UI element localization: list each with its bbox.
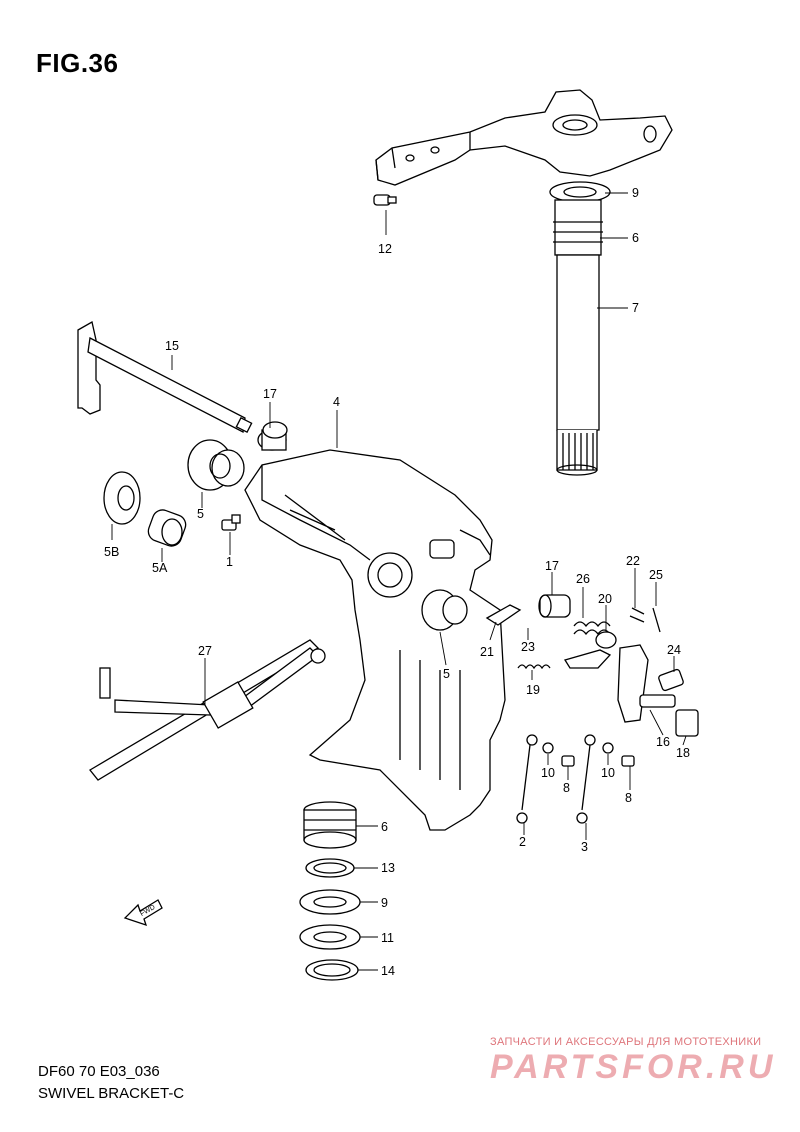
callout-13: 13: [381, 861, 395, 875]
swivel-bracket-body-part: [244, 449, 506, 831]
callout-3: 3: [581, 840, 588, 854]
tie-rod-27-part: [89, 639, 326, 781]
callout-6-top: 6: [632, 231, 639, 245]
callout-10-right: 10: [601, 766, 615, 780]
bushing-5a-part: [147, 509, 187, 547]
figure-title: FIG.36: [36, 48, 119, 78]
washer-9b-part: [299, 889, 361, 915]
cap-18-part: [675, 709, 699, 737]
washer-11-part: [299, 924, 361, 950]
callout-8-right: 8: [625, 791, 632, 805]
spring-26-part: [573, 621, 611, 636]
callout-2: 2: [519, 835, 526, 849]
steering-arm-part: [375, 89, 673, 186]
callout-4: 4: [333, 395, 340, 409]
watermark-tagline: ЗАПЧАСТИ И АКСЕССУАРЫ ДЛЯ МОТОТЕХНИКИ: [490, 1036, 762, 1048]
bushing-5-part: [187, 439, 245, 491]
washer-10b-part: [602, 742, 614, 754]
washer-5b-part: [103, 471, 141, 525]
bracket-16-part: [617, 644, 676, 723]
lead-wire-2-part: [516, 734, 538, 824]
callouts: 12 9 6 7 15 17 4 5 5B 5A 1 17 26 22 25 2…: [104, 186, 690, 978]
bolt-12-part: [373, 194, 397, 206]
model-code: DF60 70 E03_036: [38, 1063, 160, 1080]
callout-17-right: 17: [545, 559, 559, 573]
screw-8b-part: [621, 755, 635, 767]
callout-6-bottom: 6: [381, 820, 388, 834]
callout-5a: 5A: [152, 561, 168, 575]
callout-10-left: 10: [541, 766, 555, 780]
lead-wire-3-part: [576, 734, 596, 824]
callout-26: 26: [576, 572, 590, 586]
steering-shaft-part: [549, 181, 611, 476]
bushing-6b-part: [303, 801, 357, 849]
figure-name: SWIVEL BRACKET-C: [38, 1085, 185, 1102]
bushing-17-part: [257, 421, 288, 451]
callout-12: 12: [378, 242, 392, 256]
washer-10a-part: [542, 742, 554, 754]
tilt-shaft-part: [77, 320, 253, 434]
callout-22: 22: [626, 554, 640, 568]
callout-1: 1: [226, 555, 233, 569]
callout-20: 20: [598, 592, 612, 606]
callout-8-left: 8: [563, 781, 570, 795]
callout-7: 7: [632, 301, 639, 315]
watermark-brand: PARTSFOR.RU: [490, 1048, 777, 1086]
callout-9-top: 9: [632, 186, 639, 200]
callout-17-left: 17: [263, 387, 277, 401]
callout-11: 11: [381, 931, 394, 945]
pin-25-part: [652, 607, 661, 633]
lever-part: [563, 649, 612, 669]
callout-5-left: 5: [197, 507, 204, 521]
callout-9-bottom: 9: [381, 896, 388, 910]
plate-21-part: [485, 604, 522, 626]
callout-15: 15: [165, 339, 179, 353]
callout-19: 19: [526, 683, 540, 697]
callout-27: 27: [198, 644, 212, 658]
leader-lines: [111, 192, 687, 971]
callout-14: 14: [381, 964, 395, 978]
callout-23: 23: [521, 640, 535, 654]
grease-nipple-1-part: [221, 514, 241, 531]
spring-19-part: [517, 664, 551, 670]
seal-13-part: [305, 858, 355, 878]
bushing-20-part: [595, 631, 617, 649]
callout-25: 25: [649, 568, 663, 582]
circlip-14-part: [305, 959, 359, 981]
bushing-17b-part: [538, 594, 571, 618]
fwd-arrow-icon: FWD: [123, 899, 163, 927]
callout-21: 21: [480, 645, 494, 659]
pin-22-part: [629, 607, 645, 623]
screw-8a-part: [561, 755, 575, 767]
nut-24-part: [658, 668, 684, 692]
callout-18: 18: [676, 746, 690, 760]
callout-24: 24: [667, 643, 681, 657]
callout-16: 16: [656, 735, 670, 749]
callout-5b: 5B: [104, 545, 119, 559]
callout-5-center: 5: [443, 667, 450, 681]
